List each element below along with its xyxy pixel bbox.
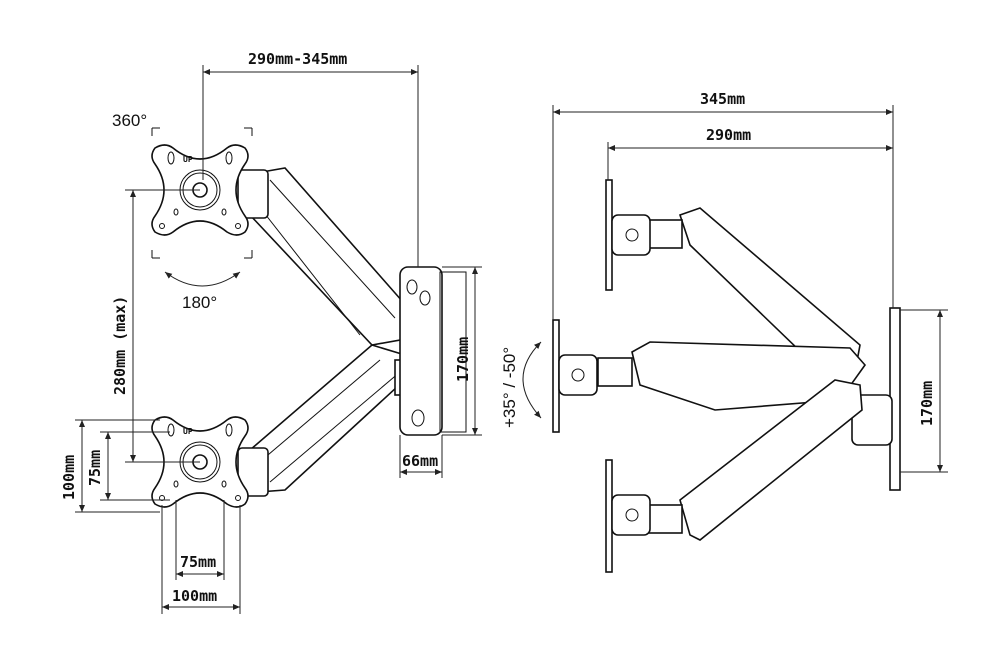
monitor-top bbox=[605, 179, 613, 291]
left-view: UP UP 360° 180° 290mm-345mm 280mm (max) … bbox=[60, 50, 482, 614]
up-label-bottom: UP bbox=[183, 427, 193, 436]
up-label: UP bbox=[183, 155, 193, 164]
lower-arm bbox=[237, 344, 411, 497]
max-reach-label: 345mm bbox=[700, 90, 745, 108]
swivel-label: 180° bbox=[182, 293, 217, 312]
monitor-bottom bbox=[605, 459, 613, 573]
vesa-large-height-label: 100mm bbox=[60, 455, 78, 500]
wall-plate-left bbox=[399, 266, 467, 436]
rotation-label: 360° bbox=[112, 111, 147, 130]
right-wall-plate-height-label: 170mm bbox=[918, 381, 936, 426]
reach-range-label: 290mm-345mm bbox=[248, 50, 347, 68]
vesa-large-width-label: 100mm bbox=[172, 587, 217, 605]
tilt-arc bbox=[522, 341, 542, 419]
min-reach-label: 290mm bbox=[706, 126, 751, 144]
vesa-small-width-label: 75mm bbox=[180, 553, 216, 571]
wall-plate-depth-label: 66mm bbox=[402, 452, 438, 470]
vertical-max-label: 280mm (max) bbox=[111, 296, 129, 395]
rotation-corner-marks bbox=[151, 127, 253, 259]
right-view: 345mm 290mm 170mm +35° / -50° bbox=[500, 90, 948, 573]
monitor-middle bbox=[552, 319, 560, 433]
vesa-small-height-label: 75mm bbox=[86, 450, 104, 486]
swivel-arc bbox=[164, 271, 241, 287]
tilt-range-label: +35° / -50° bbox=[500, 347, 519, 428]
upper-arm bbox=[237, 167, 411, 346]
wall-plate-height-label: 170mm bbox=[454, 337, 472, 382]
